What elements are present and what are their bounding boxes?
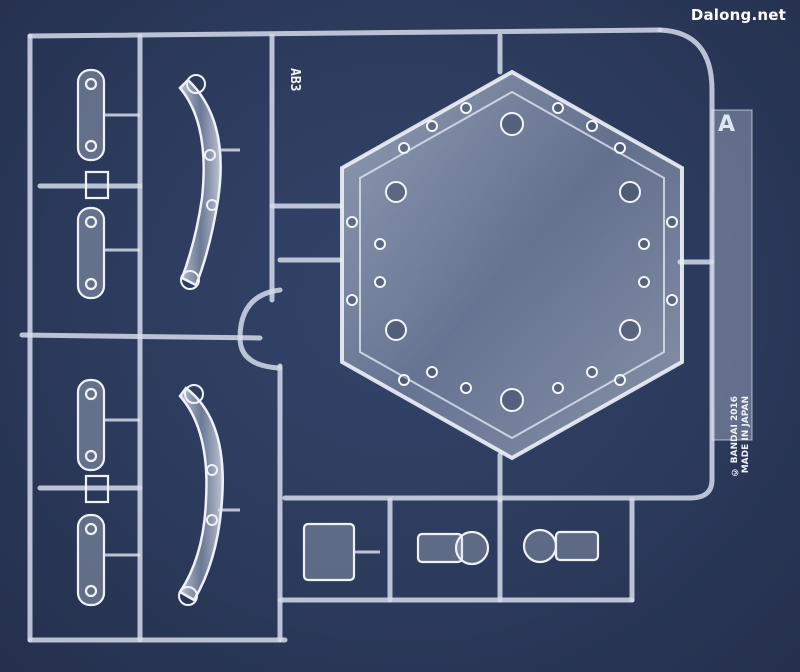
made-in-line: MADE IN JAPAN <box>741 396 751 474</box>
gate-nubs <box>104 113 380 557</box>
sprue-runners <box>19 27 715 643</box>
label-strip <box>711 109 753 441</box>
sprue-letter-label: A <box>718 112 736 137</box>
curved-arm-upper <box>178 74 222 290</box>
bottom-parts <box>302 522 600 582</box>
link-parts <box>76 68 110 607</box>
watermark-text: Dalong.net <box>690 6 786 24</box>
copyright-line: © BANDAI 2016 <box>730 396 740 477</box>
hex-base-plate <box>340 69 684 461</box>
curved-arm-lower <box>178 384 224 606</box>
part-code-tag: AB3 <box>287 68 302 92</box>
